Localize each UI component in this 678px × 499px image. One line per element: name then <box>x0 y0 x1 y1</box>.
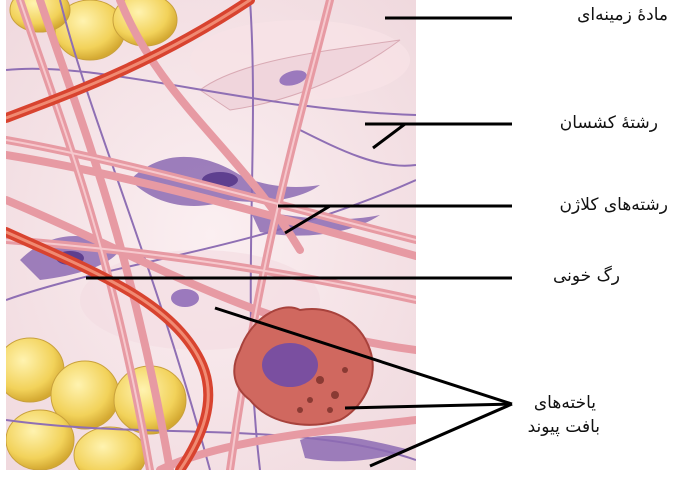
fat-cell <box>6 410 74 470</box>
nucleus <box>262 343 318 387</box>
label-cells-line2: بافت پیوند <box>528 416 600 438</box>
label-cells-line1: یاخته‌های <box>534 392 596 414</box>
label-collagen-fibers: رشته‌های کلاژن <box>560 194 668 216</box>
label-blood-vessel: رگ خونی <box>553 265 620 287</box>
label-elastic-fiber: رشتۀ کشسان <box>560 112 658 134</box>
nucleus <box>171 289 199 307</box>
fat-cell <box>74 427 146 483</box>
label-ground-substance: مادۀ زمینه‌ای <box>577 4 668 26</box>
